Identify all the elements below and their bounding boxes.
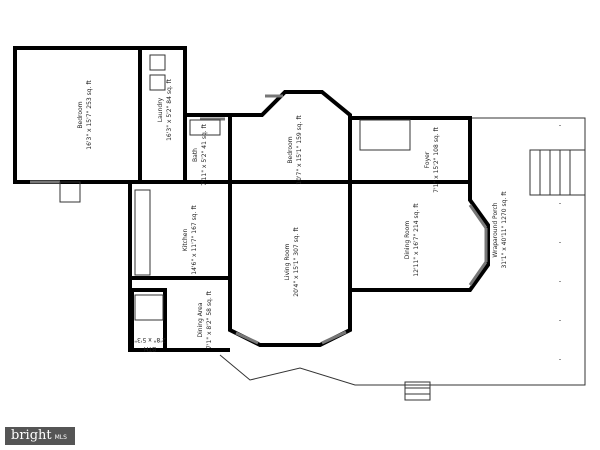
svg-text:7'1" x 15'2" 108 sq. ft: 7'1" x 15'2" 108 sq. ft [433,127,440,193]
svg-text:10'7" x 15'1" 159 sq. ft: 10'7" x 15'1" 159 sq. ft [296,115,303,185]
svg-text:Dining Area: Dining Area [197,302,204,337]
svg-text:2'8" x 5'3": 2'8" x 5'3" [134,336,166,343]
svg-text:7'1" x 8'2" 58 sq. ft: 7'1" x 8'2" 58 sq. ft [206,290,213,349]
walls [13,46,490,352]
svg-text:Bedroom: Bedroom [287,136,294,163]
svg-text:14'6" x 11'7" 167 sq. ft: 14'6" x 11'7" 167 sq. ft [191,205,198,275]
svg-text:20'4" x 15'1" 307 sq. ft: 20'4" x 15'1" 307 sq. ft [293,227,300,297]
svg-text:7'11" x 5'2" 41 sq. ft: 7'11" x 5'2" 41 sq. ft [201,123,208,185]
svg-text:Foyer: Foyer [424,151,431,168]
porch-outline [219,117,586,401]
svg-text:12'11" x 16'7" 214 sq. ft: 12'11" x 16'7" 214 sq. ft [413,203,420,277]
room-label-half-bath: 2'8" x 5'3" BTH [134,336,166,352]
svg-text:BTH: BTH [144,345,156,352]
svg-text:Kitchen: Kitchen [182,229,189,252]
svg-text:16'3" x 15'7" 253 sq. ft: 16'3" x 15'7" 253 sq. ft [86,80,93,150]
svg-text:Bedroom: Bedroom [77,101,84,128]
svg-text:Wraparound Porch: Wraparound Porch [492,202,499,257]
svg-text:Dining Room: Dining Room [404,221,411,260]
svg-text:Living Room: Living Room [284,243,291,280]
svg-text:Laundry: Laundry [157,97,164,122]
svg-text:31'1" x 40'11" 1270 sq. ft: 31'1" x 40'11" 1270 sq. ft [501,191,508,269]
svg-text:16'3" x 5'2" 84 sq. ft: 16'3" x 5'2" 84 sq. ft [166,78,173,140]
svg-text:Bath: Bath [192,148,199,162]
